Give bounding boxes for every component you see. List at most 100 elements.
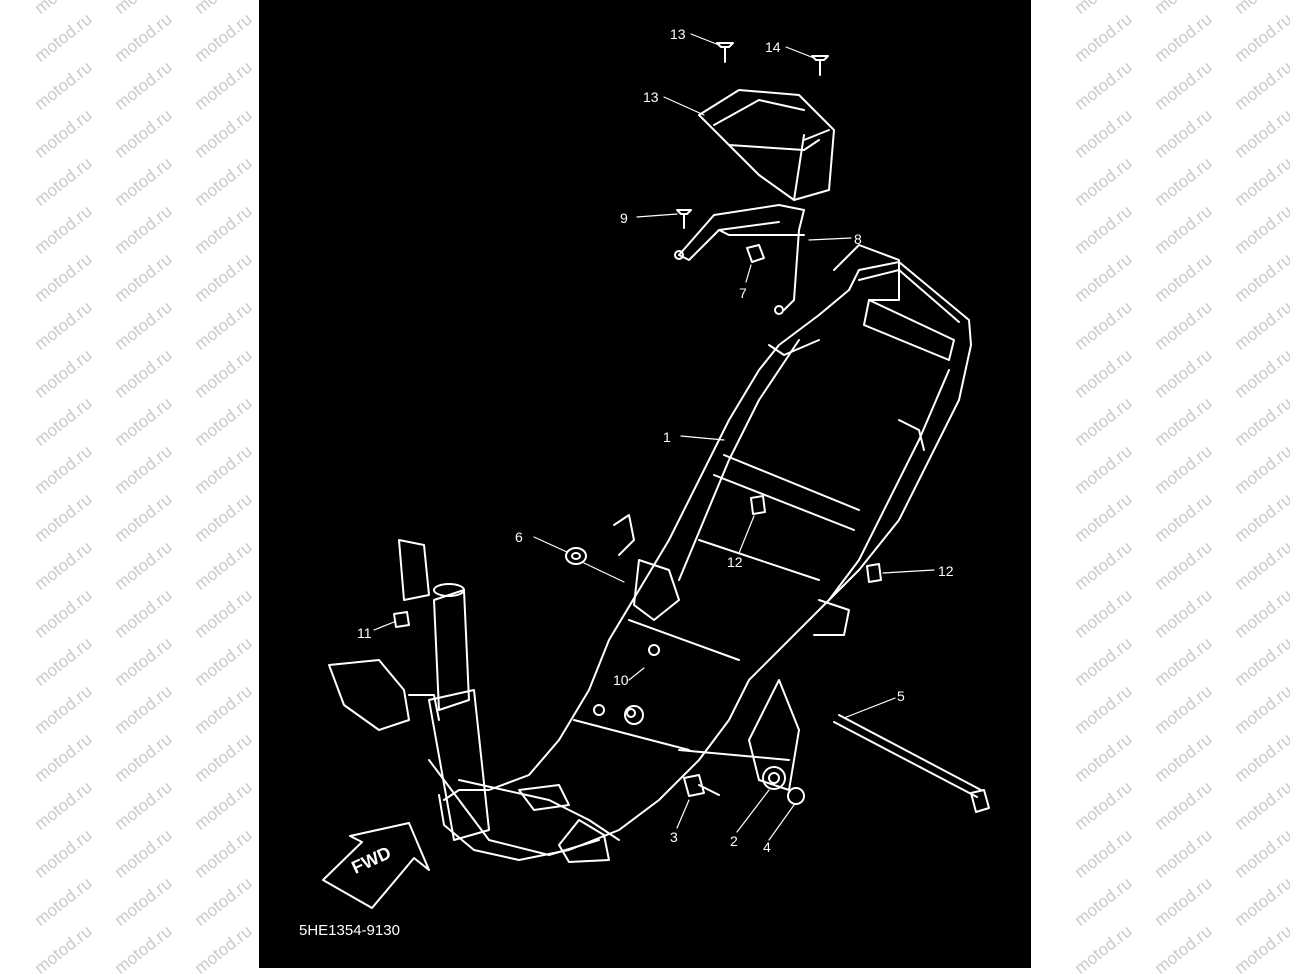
watermark-text: motod.ru — [30, 777, 96, 834]
watermark-text: motod.ru — [190, 9, 256, 66]
watermark-text: motod.ru — [190, 873, 256, 930]
watermark-text: motod.ru — [1070, 873, 1136, 930]
watermark-text: motod.ru — [110, 249, 176, 306]
watermark-text: motod.ru — [1150, 873, 1216, 930]
watermark-text: motod.ru — [1070, 9, 1136, 66]
rear-carrier — [698, 89, 835, 201]
watermark-text: motod.ru — [1230, 873, 1290, 930]
watermark-text: motod.ru — [30, 681, 96, 738]
watermark-text: motod.ru — [1230, 681, 1290, 738]
watermark-text: motod.ru — [1230, 9, 1290, 66]
watermark-text: motod.ru — [1070, 921, 1136, 978]
watermark-text: motod.ru — [1230, 489, 1290, 546]
callout-4: 4 — [763, 839, 771, 855]
watermark-text: motod.ru — [1150, 633, 1216, 690]
watermark-text: motod.ru — [30, 153, 96, 210]
watermark-text: motod.ru — [191, 0, 256, 19]
watermark-text: motod.ru — [1070, 297, 1136, 354]
watermark-text: motod.ru — [190, 249, 256, 306]
watermark-text: motod.ru — [1070, 57, 1136, 114]
watermark-text: motod.ru — [1150, 57, 1216, 114]
watermark-text: motod.ru — [1070, 249, 1136, 306]
watermark-text: motod.ru — [110, 201, 176, 258]
watermark-text: motod.ru — [110, 825, 176, 882]
watermark-text: motod.ru — [190, 729, 256, 786]
watermark-text: motod.ru — [110, 681, 176, 738]
watermark-text: motod.ru — [1150, 729, 1216, 786]
grab-bar — [674, 204, 805, 315]
watermark-text: motod.ru — [30, 57, 96, 114]
watermark-text: motod.ru — [1070, 105, 1136, 162]
watermark-text: motod.ru — [110, 777, 176, 834]
watermark-text: motod.ru — [1070, 153, 1136, 210]
watermark-text: motod.ru — [190, 825, 256, 882]
watermark-text: motod.ru — [1070, 729, 1136, 786]
watermark-text: motod.ru — [1150, 105, 1216, 162]
watermark-text: motod.ru — [110, 57, 176, 114]
callout-8: 8 — [854, 231, 862, 247]
watermark-text: motod.ru — [30, 345, 96, 402]
watermark-text: motod.ru — [30, 921, 96, 978]
watermark-text: motod.ru — [31, 0, 96, 19]
watermark-text: motod.ru — [1150, 825, 1216, 882]
watermark-text: motod.ru — [30, 9, 96, 66]
watermark-text: motod.ru — [1230, 57, 1290, 114]
watermark-text: motod.ru — [1150, 393, 1216, 450]
watermark-text: motod.ru — [110, 633, 176, 690]
watermark-text: motod.ru — [30, 825, 96, 882]
watermark-text: motod.ru — [190, 681, 256, 738]
callout-7: 7 — [739, 285, 747, 301]
watermark-text: motod.ru — [1070, 393, 1136, 450]
watermark-text: motod.ru — [1230, 393, 1290, 450]
watermark-text: motod.ru — [1150, 537, 1216, 594]
watermark-text: motod.ru — [1230, 201, 1290, 258]
watermark-text: motod.ru — [110, 153, 176, 210]
watermark-text: motod.ru — [190, 489, 256, 546]
callout-10: 10 — [613, 672, 629, 688]
watermark-text: motod.ru — [1070, 537, 1136, 594]
watermark-text: motod.ru — [1070, 825, 1136, 882]
watermark-text: motod.ru — [190, 441, 256, 498]
watermark-text: motod.ru — [190, 921, 256, 978]
watermark-text: motod.ru — [30, 633, 96, 690]
leader-lines — [373, 33, 935, 841]
watermark-text: motod.ru — [190, 153, 256, 210]
watermark-text: motod.ru — [1070, 489, 1136, 546]
callout-9: 9 — [620, 210, 628, 226]
watermark-text: motod.ru — [1230, 537, 1290, 594]
watermark-text: motod.ru — [1150, 777, 1216, 834]
watermark-text: motod.ru — [1070, 777, 1136, 834]
watermark-text: motod.ru — [1150, 249, 1216, 306]
watermark-text: motod.ru — [1230, 825, 1290, 882]
watermark-text: motod.ru — [1150, 201, 1216, 258]
watermark-text: motod.ru — [1230, 729, 1290, 786]
watermark-text: motod.ru — [110, 393, 176, 450]
watermark-text: motod.ru — [30, 201, 96, 258]
watermark-text: motod.ru — [190, 777, 256, 834]
watermark-text: motod.ru — [1150, 681, 1216, 738]
watermark-text: motod.ru — [1230, 297, 1290, 354]
watermark-text: motod.ru — [30, 585, 96, 642]
watermark-text: motod.ru — [1070, 201, 1136, 258]
callout-12: 12 — [727, 554, 743, 570]
watermark-text: motod.ru — [30, 249, 96, 306]
callout-3: 3 — [670, 829, 678, 845]
watermark-text: motod.ru — [1071, 0, 1136, 19]
watermark-text: motod.ru — [1230, 345, 1290, 402]
watermark-text: motod.ru — [1230, 441, 1290, 498]
watermark-text: motod.ru — [110, 585, 176, 642]
callout-13: 14 — [765, 39, 781, 55]
watermark-text: motod.ru — [30, 105, 96, 162]
main-frame — [328, 244, 972, 863]
watermark-text: motod.ru — [111, 0, 176, 19]
watermark-text: motod.ru — [110, 489, 176, 546]
watermark-text: motod.ru — [190, 393, 256, 450]
watermark-text: motod.ru — [1150, 345, 1216, 402]
watermark-text: motod.ru — [1231, 0, 1290, 19]
callout-2: 2 — [730, 833, 738, 849]
watermark-text: motod.ru — [1070, 633, 1136, 690]
watermark-text: motod.ru — [190, 297, 256, 354]
watermark-text: motod.ru — [1230, 585, 1290, 642]
fwd-arrow — [322, 822, 430, 909]
watermark-text: motod.ru — [190, 345, 256, 402]
